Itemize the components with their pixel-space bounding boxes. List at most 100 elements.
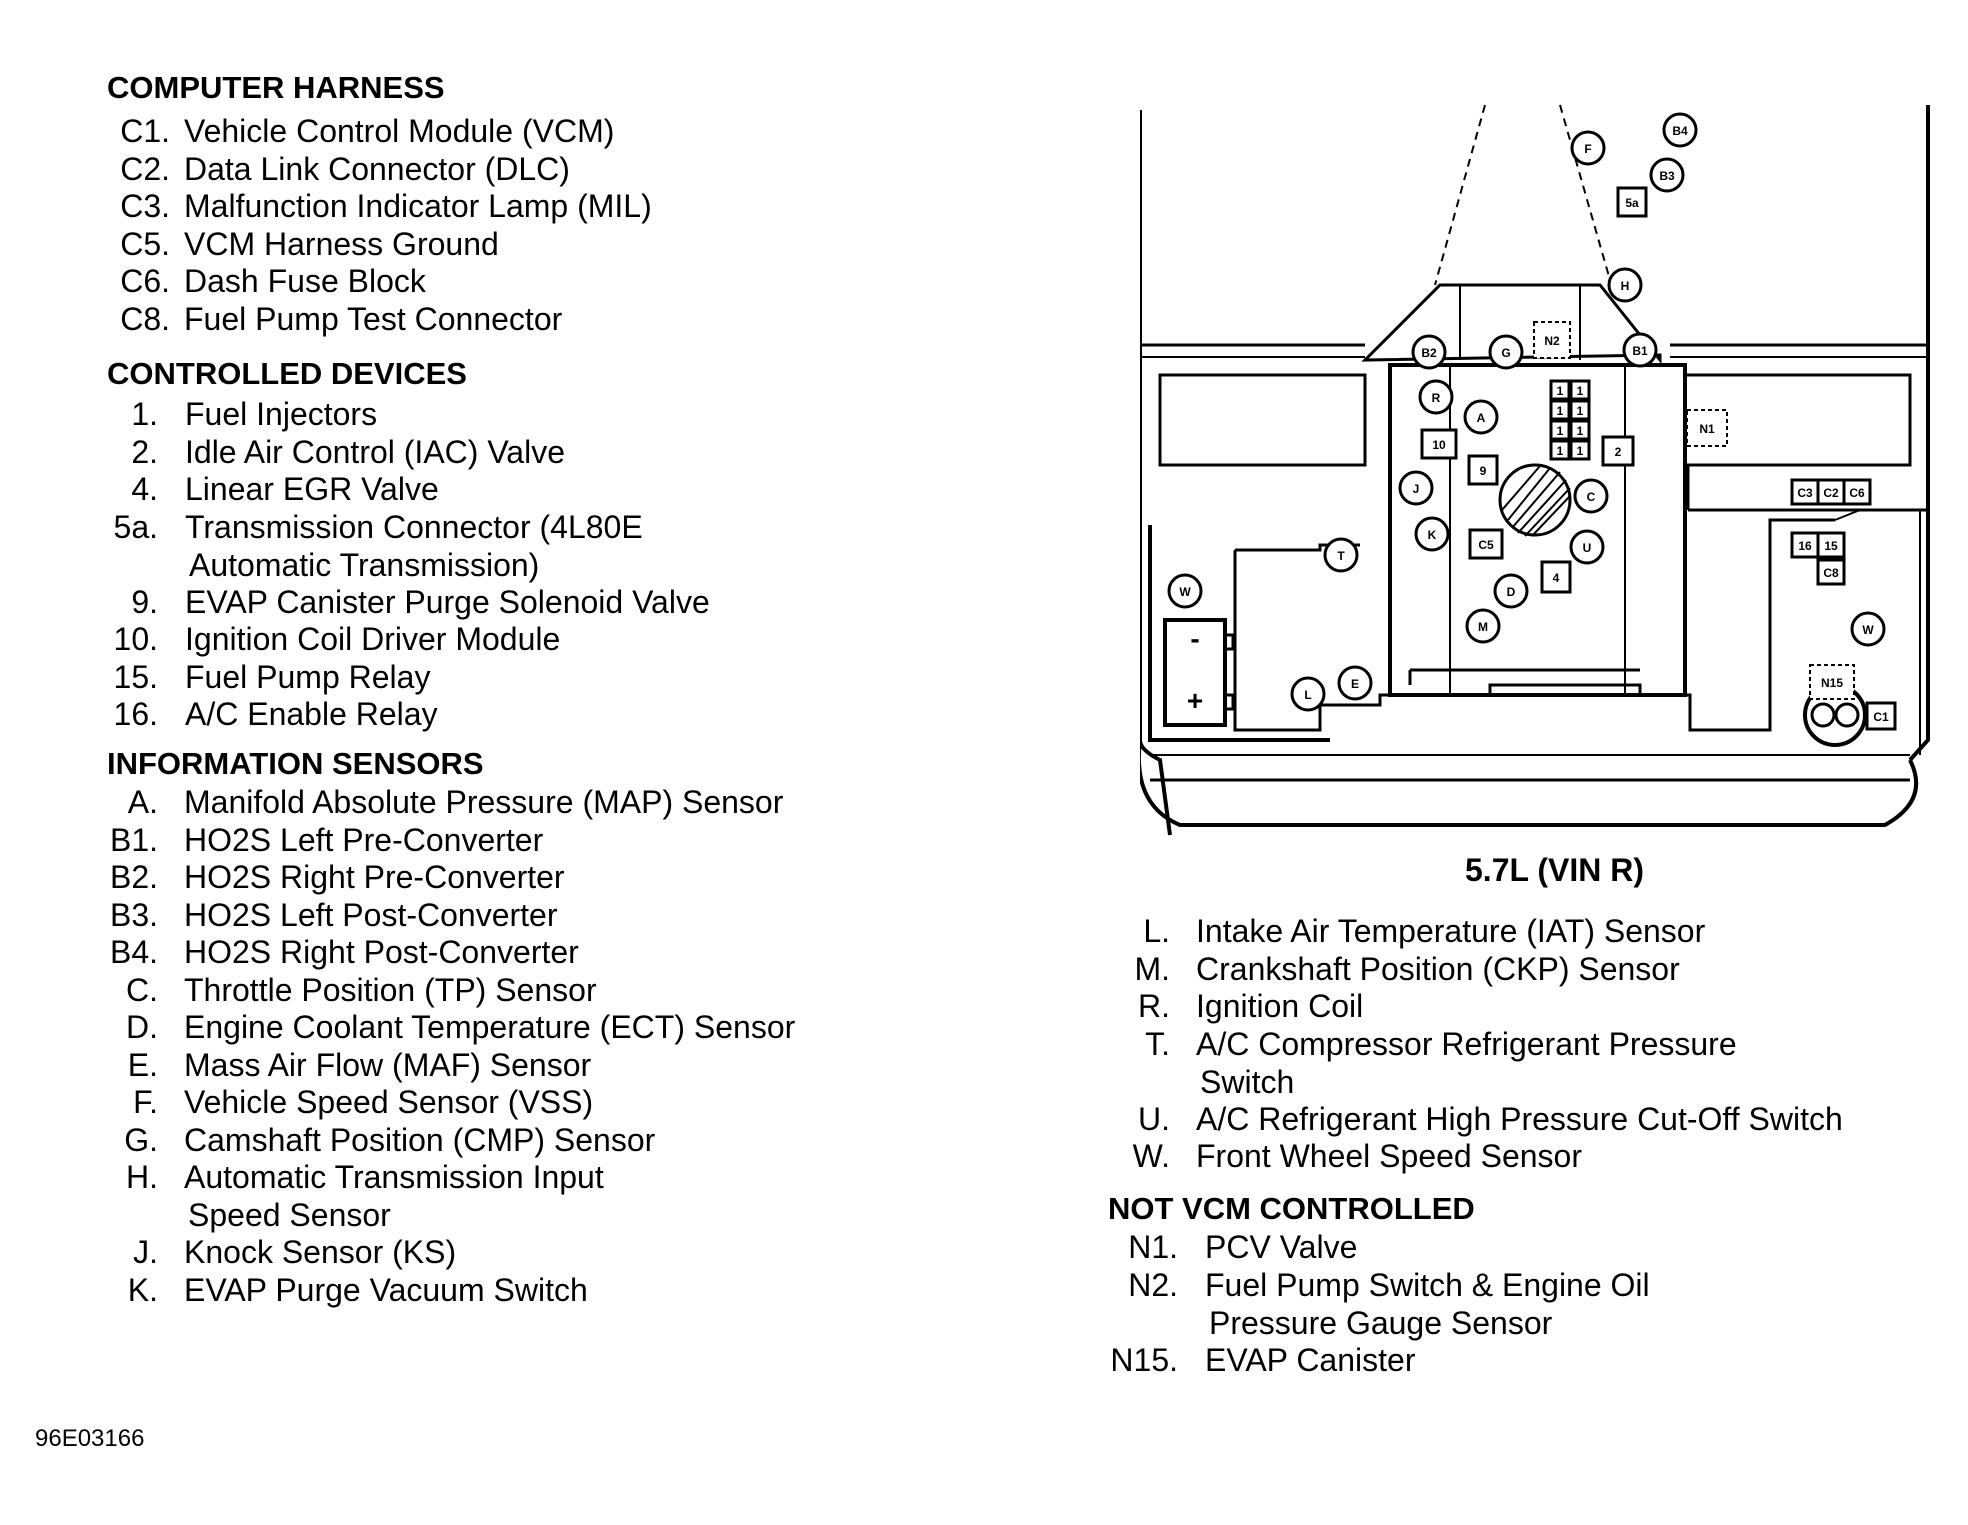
fuel-injector-box: [1549, 419, 1571, 441]
item-code: G.: [124, 1121, 158, 1158]
fuel-injector-label: 1: [1577, 444, 1584, 458]
fuel-injector-label: 1: [1557, 424, 1564, 438]
non-vcm-component: [1809, 664, 1855, 700]
item-label: Linear EGR Valve: [185, 471, 439, 507]
item-code: T.: [1145, 1025, 1170, 1062]
list-item: R. Ignition Coil: [1138, 987, 1364, 1025]
fuel-injector-box: [1569, 379, 1591, 401]
list-item: M.Crankshaft Position (CKP) Sensor: [1134, 950, 1680, 988]
list-item: 9.EVAP Canister Purge Solenoid Valve: [131, 583, 710, 621]
list-item: C. Throttle Position (TP) Sensor: [126, 971, 597, 1009]
component-marker-label: F: [1584, 142, 1591, 156]
throttle-body: [1498, 463, 1572, 537]
item-code: A.: [127, 784, 158, 820]
component-box-label: 2: [1615, 445, 1622, 459]
component-box-label: C8: [1823, 566, 1839, 580]
list-item: 15. Fuel Pump Relay: [114, 658, 431, 696]
non-vcm-component-label: N2: [1544, 334, 1560, 348]
component-marker: [1167, 573, 1203, 609]
list-item: C6.Dash Fuse Block: [120, 262, 426, 300]
list-item: B3.HO2S Left Post-Converter: [110, 896, 558, 934]
list-item: N1.PCV Valve: [1128, 1228, 1357, 1266]
item-label: Ignition Coil: [1196, 988, 1364, 1024]
item-label-continued: Switch: [1200, 1063, 1295, 1100]
item-code: 16.: [113, 696, 158, 732]
item-code: C.: [126, 971, 158, 1008]
component-marker: [1607, 267, 1643, 303]
item-label: Throttle Position (TP) Sensor: [184, 971, 597, 1008]
item-label: Automatic Transmission Input: [184, 1159, 604, 1195]
list-item: 2.Idle Air Control (IAC) Valve: [131, 433, 565, 471]
component-marker-label: C: [1587, 490, 1596, 504]
component-marker: [1411, 334, 1447, 370]
component-box: [1616, 186, 1648, 218]
fuel-injector-label: 1: [1577, 384, 1584, 398]
item-label: Vehicle Speed Sensor (VSS): [184, 1084, 594, 1120]
item-label: Fuel Pump Relay: [185, 658, 431, 695]
item-label: Mass Air Flow (MAF) Sensor: [184, 1046, 592, 1083]
component-marker-label: D: [1507, 585, 1516, 599]
item-label: EVAP Purge Vacuum Switch: [184, 1271, 588, 1308]
item-code: N1.: [1128, 1229, 1178, 1265]
component-marker: [1850, 611, 1886, 647]
list-item: D.Engine Coolant Temperature (ECT) Senso…: [126, 1008, 795, 1046]
item-code: 5a.: [113, 508, 158, 545]
item-code: C5.: [120, 225, 170, 262]
list-item: W.Front Wheel Speed Sensor: [1133, 1137, 1582, 1175]
item-label: Manifold Absolute Pressure (MAP) Sensor: [184, 784, 784, 820]
item-code: C2.: [120, 150, 170, 187]
component-box: [1467, 454, 1499, 486]
component-marker: [1493, 573, 1529, 609]
component-box: [1816, 558, 1846, 586]
component-box-label: C6: [1849, 486, 1865, 500]
item-code: B2.: [109, 859, 158, 895]
list-item: C3.Malfunction Indicator Lamp (MIL): [120, 187, 652, 225]
non-vcm-component-label: N15: [1821, 676, 1843, 690]
item-label: EVAP Canister Purge Solenoid Valve: [185, 583, 710, 620]
fuel-injector-box: [1549, 439, 1571, 461]
list-item: U.A/C Refrigerant High Pressure Cut-Off …: [1138, 1100, 1843, 1138]
list-item: B2. HO2S Right Pre-Converter: [110, 858, 565, 896]
item-label: Camshaft Position (CMP) Sensor: [184, 1121, 656, 1158]
item-code: E.: [127, 1046, 158, 1083]
item-code: H.: [126, 1159, 158, 1195]
fuel-injector-box: [1569, 399, 1591, 421]
item-label-continued: Automatic Transmission): [189, 546, 540, 583]
component-marker: [1463, 399, 1499, 435]
component-marker: [1573, 478, 1609, 514]
not-vcm-controlled-heading: NOT VCM CONTROLLED: [1108, 1191, 1475, 1226]
component-marker-label: A: [1477, 411, 1486, 425]
component-marker-label: W: [1862, 623, 1874, 637]
list-item: L.Intake Air Temperature (IAT) Sensor: [1143, 912, 1705, 950]
item-label: Fuel Pump Test Connector: [184, 300, 563, 337]
item-code: R.: [1138, 988, 1170, 1024]
list-item: B4.HO2S Right Post-Converter: [110, 933, 579, 971]
item-label: Idle Air Control (IAC) Valve: [185, 433, 565, 470]
item-code: 15.: [113, 658, 158, 695]
component-box: [1816, 478, 1846, 506]
item-label: Crankshaft Position (CKP) Sensor: [1196, 950, 1680, 987]
item-label: HO2S Right Pre-Converter: [184, 859, 565, 895]
fuel-injector-box: [1549, 399, 1571, 421]
battery-plus-label: +: [1187, 685, 1203, 716]
component-marker: [1323, 537, 1359, 573]
component-marker: [1398, 470, 1434, 506]
information-sensors-heading: INFORMATION SENSORS: [107, 746, 484, 781]
battery: [1163, 618, 1227, 727]
component-box: [1601, 435, 1635, 467]
item-label-continued: Pressure Gauge Sensor: [1209, 1304, 1553, 1341]
item-label: EVAP Canister: [1205, 1341, 1416, 1378]
component-marker: [1488, 334, 1524, 370]
item-code: D.: [126, 1009, 158, 1045]
component-marker-label: K: [1428, 528, 1437, 542]
item-label: Fuel Injectors: [185, 396, 378, 432]
component-marker: [1290, 676, 1326, 712]
item-label-continued: Speed Sensor: [188, 1197, 391, 1233]
item-code: B3.: [109, 896, 158, 933]
list-item: N15.EVAP Canister: [1110, 1341, 1416, 1379]
component-marker-label: L: [1304, 688, 1311, 702]
component-marker-label: E: [1351, 677, 1359, 691]
component-marker-label: B1: [1632, 344, 1648, 358]
